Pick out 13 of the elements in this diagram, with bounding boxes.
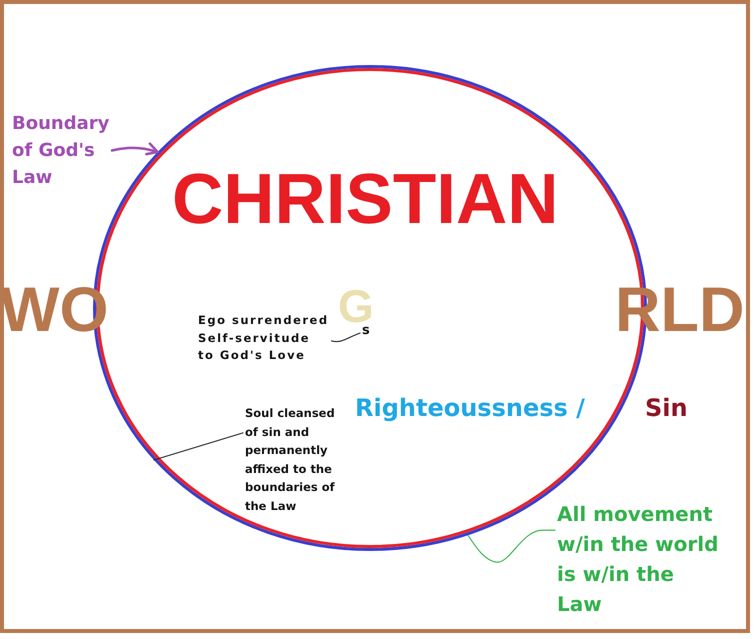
leader-line [467,530,556,563]
label-text: Sin [645,396,688,420]
letter-label: s [362,324,370,337]
letter-label: G [338,289,374,324]
annotation-text: All movement w/in the world is w/in the Law [557,501,720,618]
leader-line [153,432,244,461]
leader-line [330,332,361,342]
annotation-text: Soul cleansed of sin and permanently affixed to the boundaries of the Law [245,405,336,514]
label-text: Righteoussness / [355,396,585,420]
circle-heading: CHRISTIAN [172,164,559,235]
annotation-text: Ego surrendered Self-servitude to God's Love [198,312,330,364]
arrow [110,142,159,156]
annotation-text: Boundary of God's Law [12,112,110,190]
